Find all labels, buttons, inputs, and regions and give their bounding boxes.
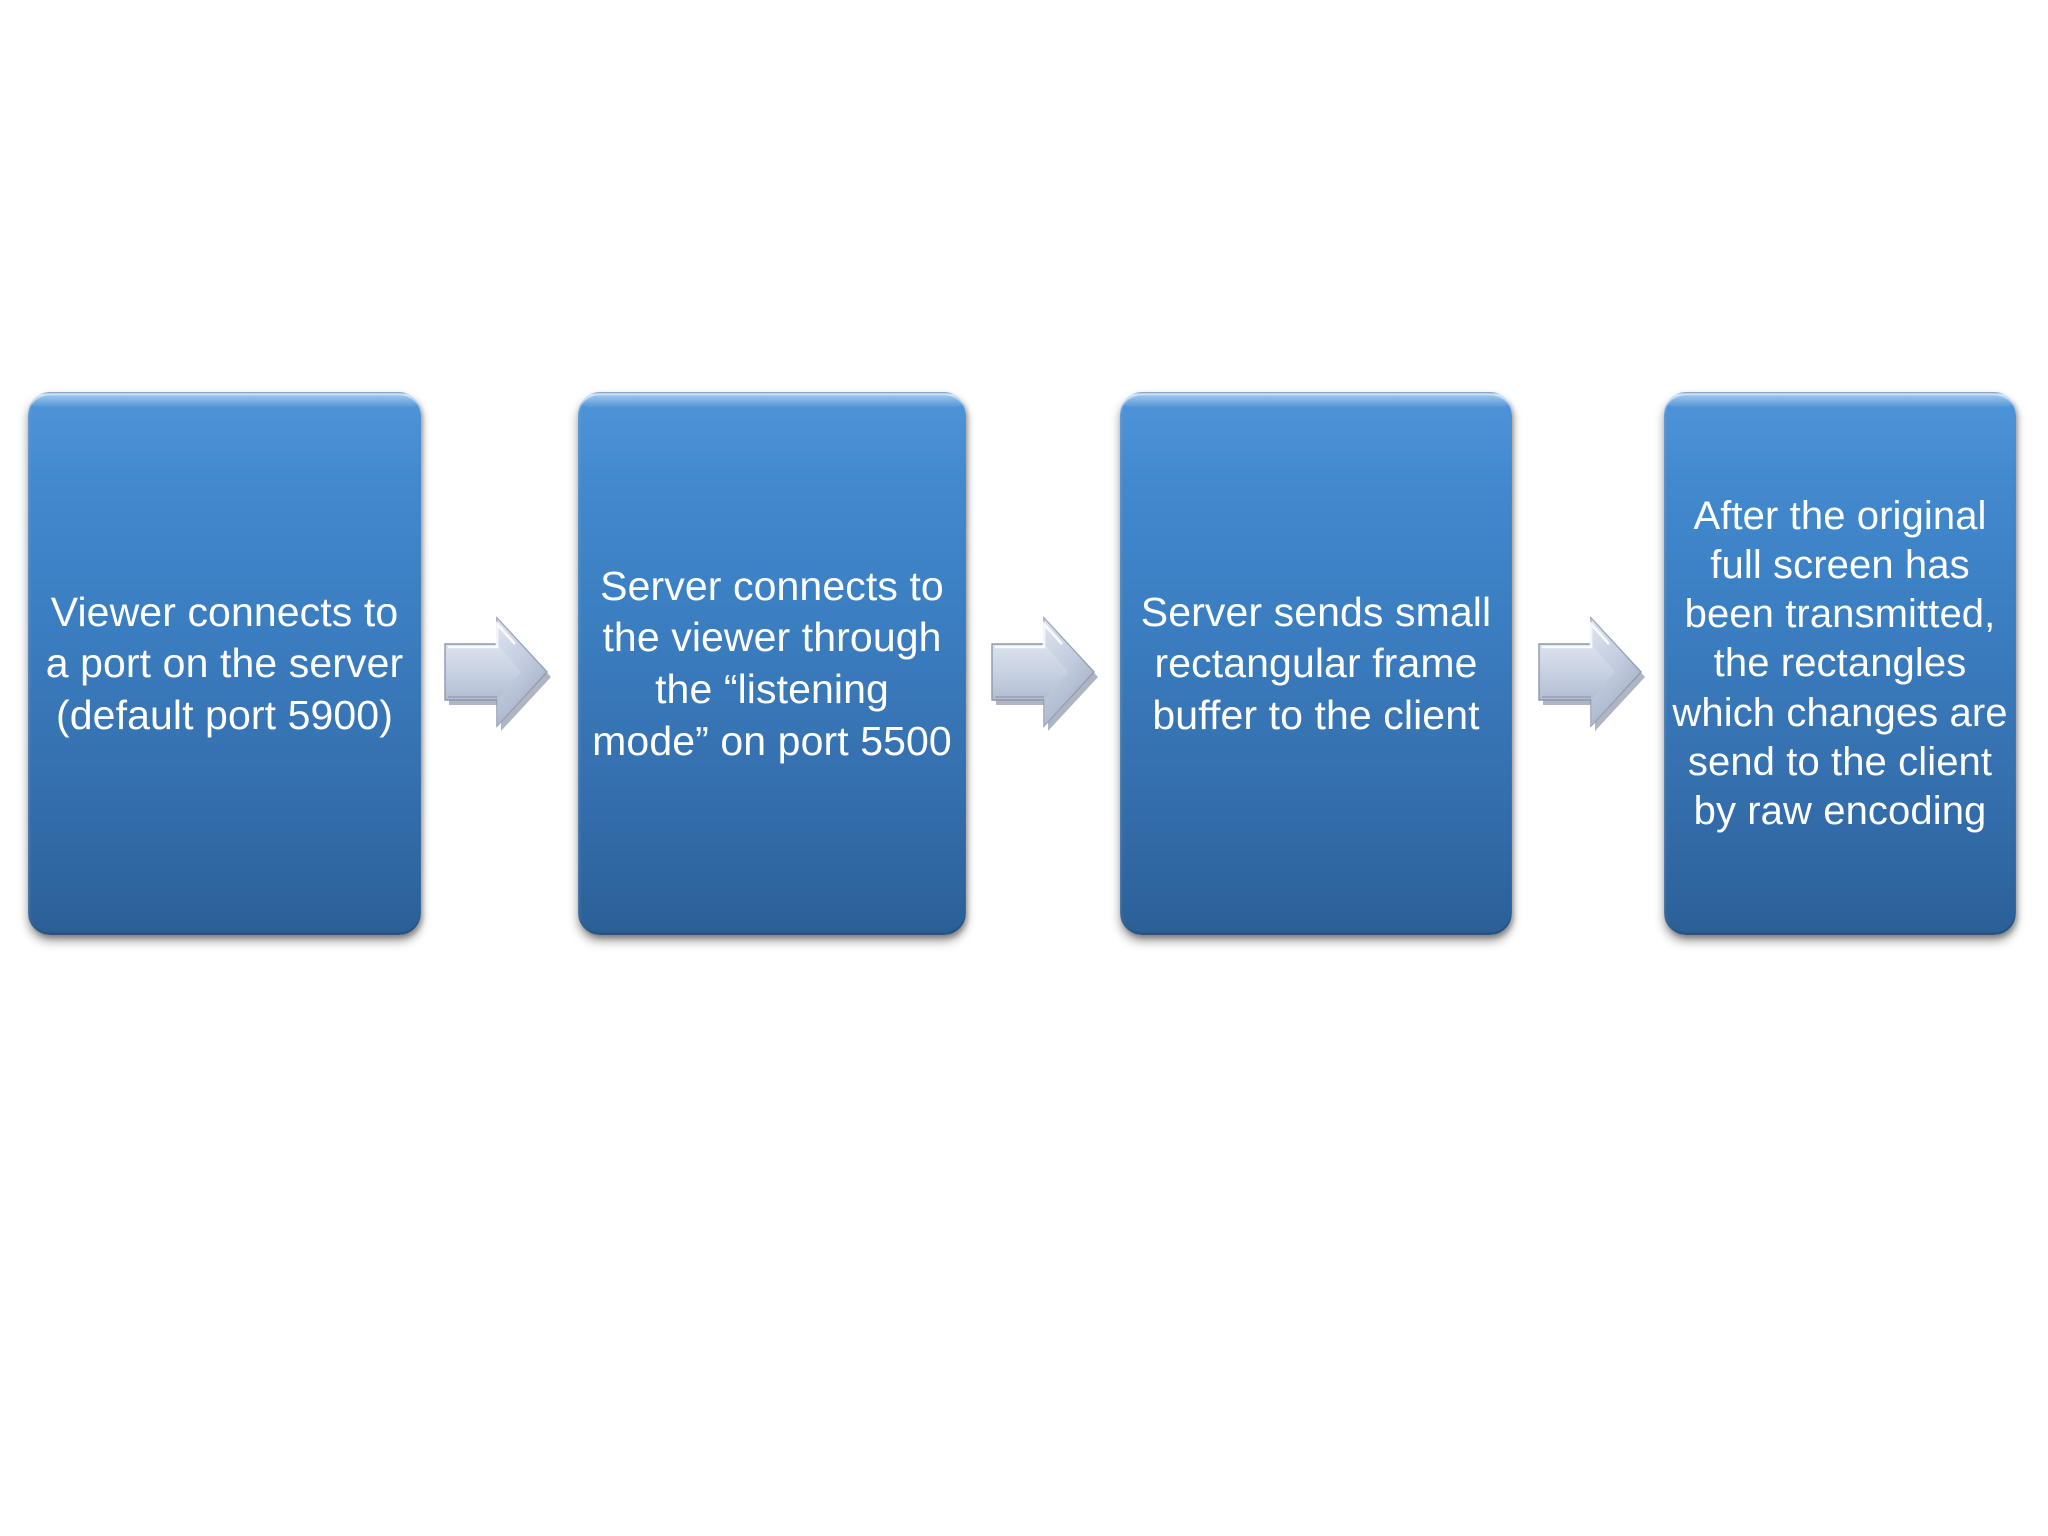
right-arrow-icon-3 xyxy=(1531,608,1649,734)
process-step-1[interactable]: Viewer connects to a port on the server … xyxy=(28,392,421,935)
right-arrow-icon-1 xyxy=(437,608,555,734)
process-step-4[interactable]: After the original full screen has been … xyxy=(1664,392,2016,935)
process-step-4-label: After the original full screen has been … xyxy=(1672,493,2008,833)
process-step-2[interactable]: Server connects to the viewer through th… xyxy=(578,392,966,935)
process-step-1-label: Viewer connects to a port on the server … xyxy=(45,588,404,738)
right-arrow-icon-2 xyxy=(984,608,1102,734)
process-step-2-label: Server connects to the viewer through th… xyxy=(592,562,952,764)
process-step-3-label: Server sends small rectangular frame buf… xyxy=(1140,588,1492,738)
process-step-3[interactable]: Server sends small rectangular frame buf… xyxy=(1120,392,1512,935)
